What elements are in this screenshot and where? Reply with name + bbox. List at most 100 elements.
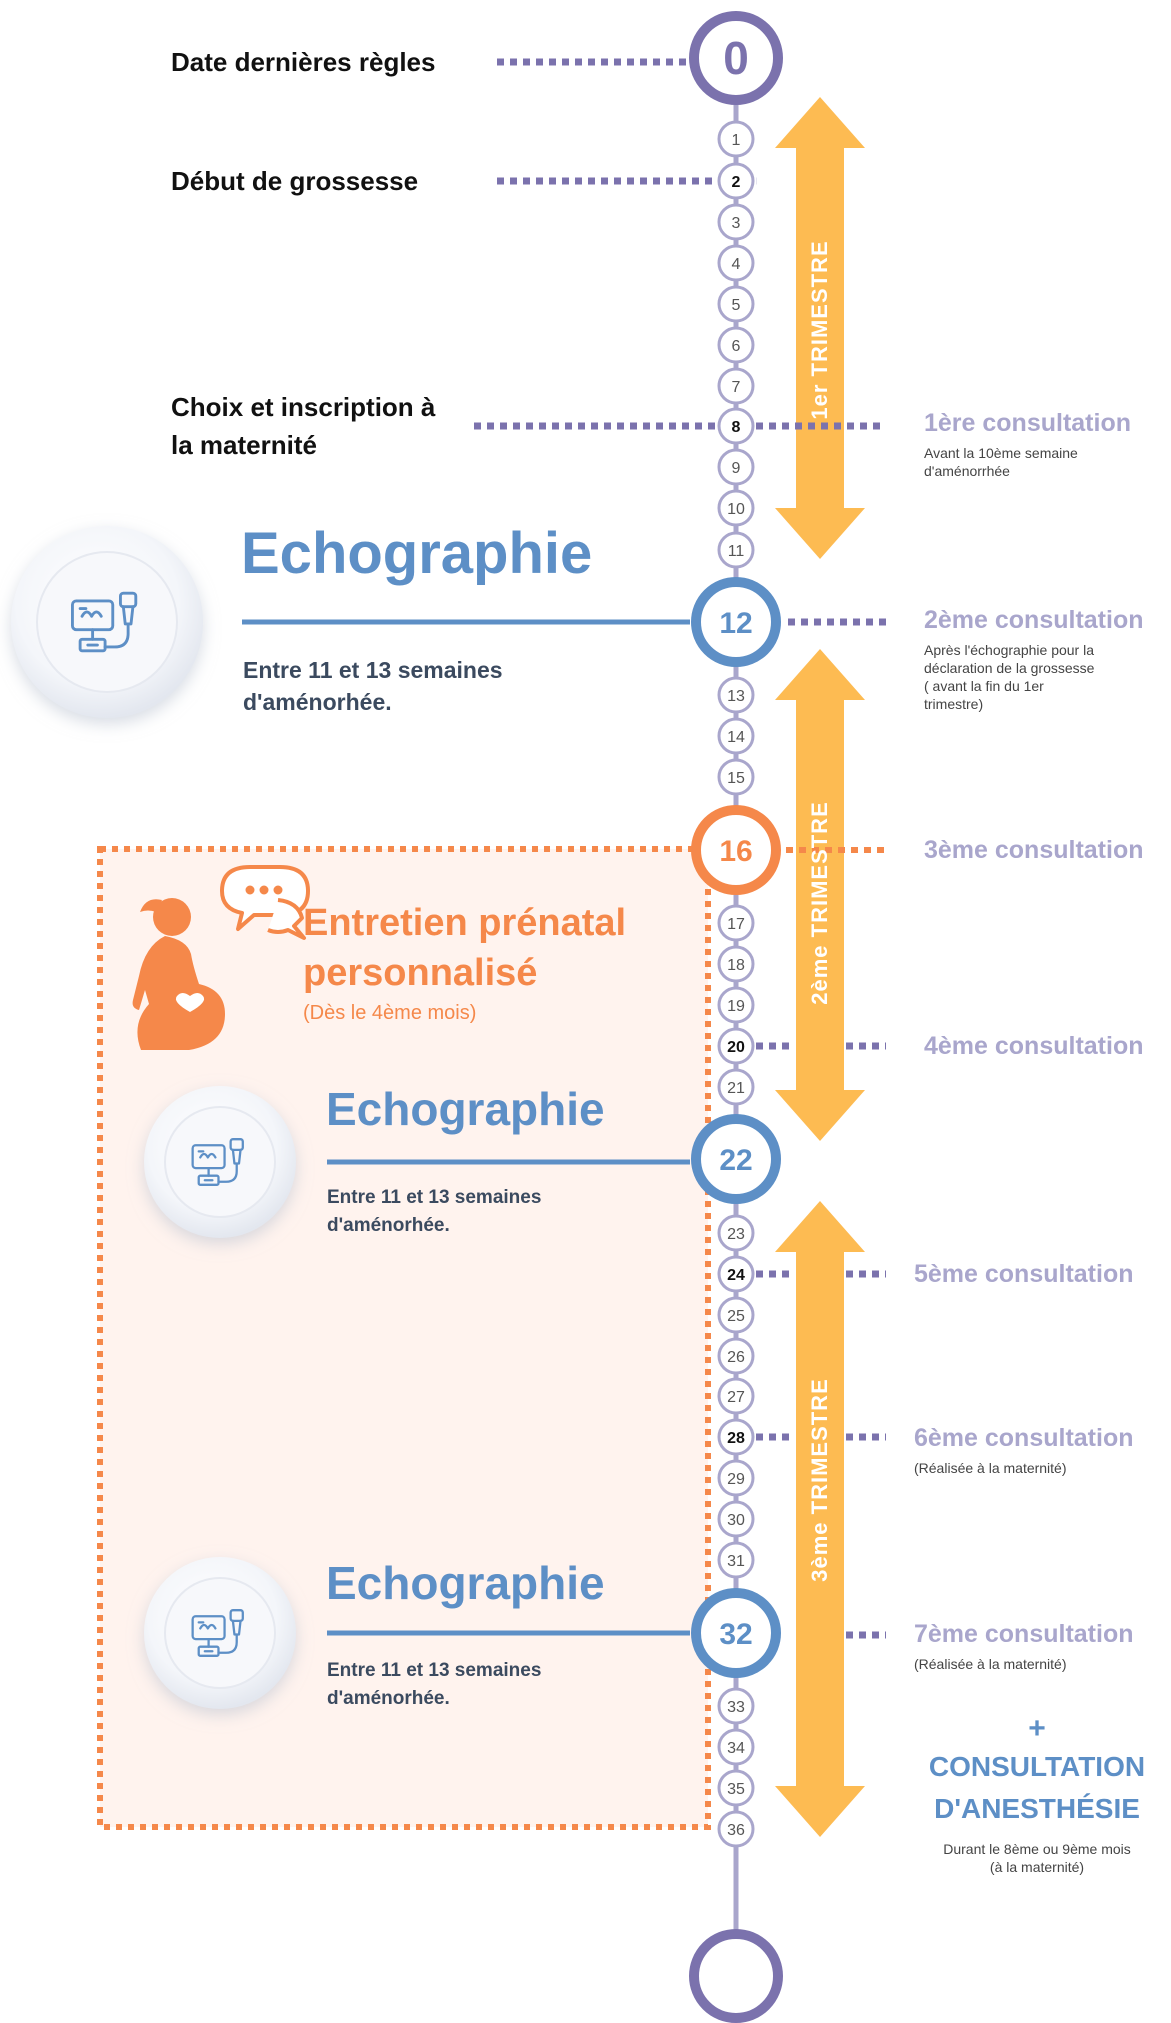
echo-3-title: Echographie — [326, 1557, 605, 1609]
week-label-30: 30 — [727, 1512, 745, 1529]
speech-bubble-icon — [220, 865, 310, 940]
week-label-10: 10 — [727, 501, 745, 518]
week-label-11: 11 — [728, 543, 745, 560]
consultation-6-note: (Réalisée à la maternité) — [914, 1460, 1067, 1476]
major-week-label-12: 12 — [719, 607, 752, 640]
trimester-arrow-3 — [775, 1201, 865, 1837]
anesthesia-note-line2: (à la maternité) — [989, 1859, 1085, 1875]
week-label-13: 13 — [727, 688, 745, 705]
end-marker — [689, 1929, 783, 2023]
week-marker-9 — [717, 448, 755, 486]
week-label-7: 7 — [732, 379, 741, 396]
major-week-marker-16 — [691, 805, 781, 895]
week-label-14: 14 — [727, 729, 745, 746]
week-marker-33 — [717, 1687, 755, 1725]
week-marker-15 — [717, 758, 755, 796]
week-label-15: 15 — [727, 770, 745, 787]
week-marker-25 — [717, 1296, 755, 1334]
consultation-7: 7ème consultation (Réalisée à la materni… — [914, 1620, 1134, 1673]
consultation-2-note: Après l'échographie pour la déclaration … — [924, 641, 1144, 713]
week-marker-11 — [717, 531, 755, 569]
week-label-23: 23 — [727, 1226, 745, 1243]
trimester-arrow-2 — [775, 649, 865, 1141]
trimester-1-label: 1er TRIMESTRE — [807, 240, 832, 420]
week-label-36: 36 — [727, 1822, 745, 1839]
major-week-label-32: 32 — [719, 1618, 752, 1651]
week-marker-2 — [717, 162, 755, 200]
event-maternity: Choix et inscription à la maternité — [171, 388, 435, 464]
week-marker-1 — [717, 120, 755, 158]
week-marker-14 — [717, 717, 755, 755]
week-marker-13 — [717, 676, 755, 714]
week-label-24: 24 — [727, 1267, 745, 1284]
consultation-7-title: 7ème consultation — [914, 1620, 1134, 1648]
major-week-label-16: 16 — [719, 835, 752, 868]
echo-disc-2 — [144, 1086, 296, 1238]
echo-disc-3 — [144, 1557, 296, 1709]
week-label-3: 3 — [732, 215, 741, 232]
echo-1-desc-line2: d'aménorhée. — [243, 689, 392, 715]
consultation-2-note-line1: Après l'échographie pour la — [924, 642, 1095, 658]
week-marker-10 — [717, 489, 755, 527]
echo-2-desc-line1: Entre 11 et 13 semaines — [327, 1187, 542, 1208]
echo-3-desc-line2: d'aménorhée. — [327, 1688, 450, 1709]
consultation-3-title: 3ème consultation — [924, 836, 1144, 864]
week-label-8: 8 — [732, 419, 741, 436]
week-marker-36 — [717, 1810, 755, 1848]
trimester-3-label: 3ème TRIMESTRE — [807, 1378, 832, 1582]
week-marker-5 — [717, 285, 755, 323]
consultation-6: 6ème consultation (Réalisée à la materni… — [914, 1424, 1134, 1477]
echo-2-desc-line2: d'aménorhée. — [327, 1215, 450, 1236]
week-label-27: 27 — [727, 1389, 745, 1406]
week-label-33: 33 — [727, 1699, 745, 1716]
week-label-26: 26 — [727, 1349, 745, 1366]
week-marker-20 — [717, 1027, 755, 1065]
echo-1-desc: Entre 11 et 13 semaines d'aménorhée. — [243, 654, 503, 718]
consultation-5-title: 5ème consultation — [914, 1260, 1134, 1288]
major-week-label-22: 22 — [719, 1144, 752, 1177]
week-markers: 1234567891011121314151617181920212223242… — [691, 120, 781, 1848]
echo-disc-1 — [11, 526, 203, 718]
week-marker-18 — [717, 945, 755, 983]
entretien-subtitle: (Dès le 4ème mois) — [303, 1002, 477, 1024]
week-marker-4 — [717, 244, 755, 282]
week-marker-19 — [717, 986, 755, 1024]
anesthesia-plus: + — [1028, 1712, 1046, 1745]
week-marker-30 — [717, 1500, 755, 1538]
start-marker-label: 0 — [723, 32, 749, 84]
week-marker-31 — [717, 1541, 755, 1579]
week-label-5: 5 — [732, 297, 741, 314]
week-marker-35 — [717, 1769, 755, 1807]
event-lmp: Date dernières règles — [171, 47, 436, 77]
consultation-2-title: 2ème consultation — [924, 606, 1144, 634]
consultation-2: 2ème consultation Après l'échographie po… — [924, 606, 1144, 713]
consultation-6-title: 6ème consultation — [914, 1424, 1134, 1452]
consultation-2-note-line4: trimestre) — [924, 696, 984, 712]
anesthesia-line2: D'ANESTHÉSIE — [934, 1793, 1140, 1824]
anesthesia-note: Durant le 8ème ou 9ème mois (à la matern… — [906, 1840, 1168, 1876]
week-label-1: 1 — [732, 132, 741, 149]
anesthesia-consultation: + CONSULTATION D'ANESTHÉSIE Durant le 8è… — [906, 1712, 1168, 1876]
consultation-1-note-line2: d'aménorrhée — [924, 463, 1010, 479]
week-label-28: 28 — [727, 1430, 745, 1447]
anesthesia-line1: CONSULTATION — [928, 1751, 1146, 1782]
connector-lines — [474, 58, 886, 1639]
entretien-title-line1: Entretien prénatal — [303, 902, 627, 944]
week-label-2: 2 — [732, 174, 741, 191]
echo-1-title: Echographie — [241, 521, 593, 586]
week-label-17: 17 — [727, 916, 745, 933]
entretien-block: Entretien prénatal personnalisé (Dès le … — [303, 898, 626, 1025]
trimester-2-label: 2ème TRIMESTRE — [807, 801, 832, 1005]
week-marker-3 — [717, 203, 755, 241]
consultation-4-title: 4ème consultation — [924, 1032, 1144, 1060]
event-maternity-line2: la maternité — [171, 430, 317, 460]
major-week-marker-32 — [691, 1588, 781, 1678]
week-label-6: 6 — [732, 338, 741, 355]
major-week-marker-12 — [691, 577, 781, 667]
week-marker-23 — [717, 1214, 755, 1252]
week-marker-7 — [717, 367, 755, 405]
echo-3-desc: Entre 11 et 13 semaines d'aménorhée. — [327, 1657, 541, 1713]
week-label-21: 21 — [727, 1080, 745, 1097]
entretien-title-line2: personnalisé — [303, 952, 538, 994]
week-label-19: 19 — [727, 998, 745, 1015]
